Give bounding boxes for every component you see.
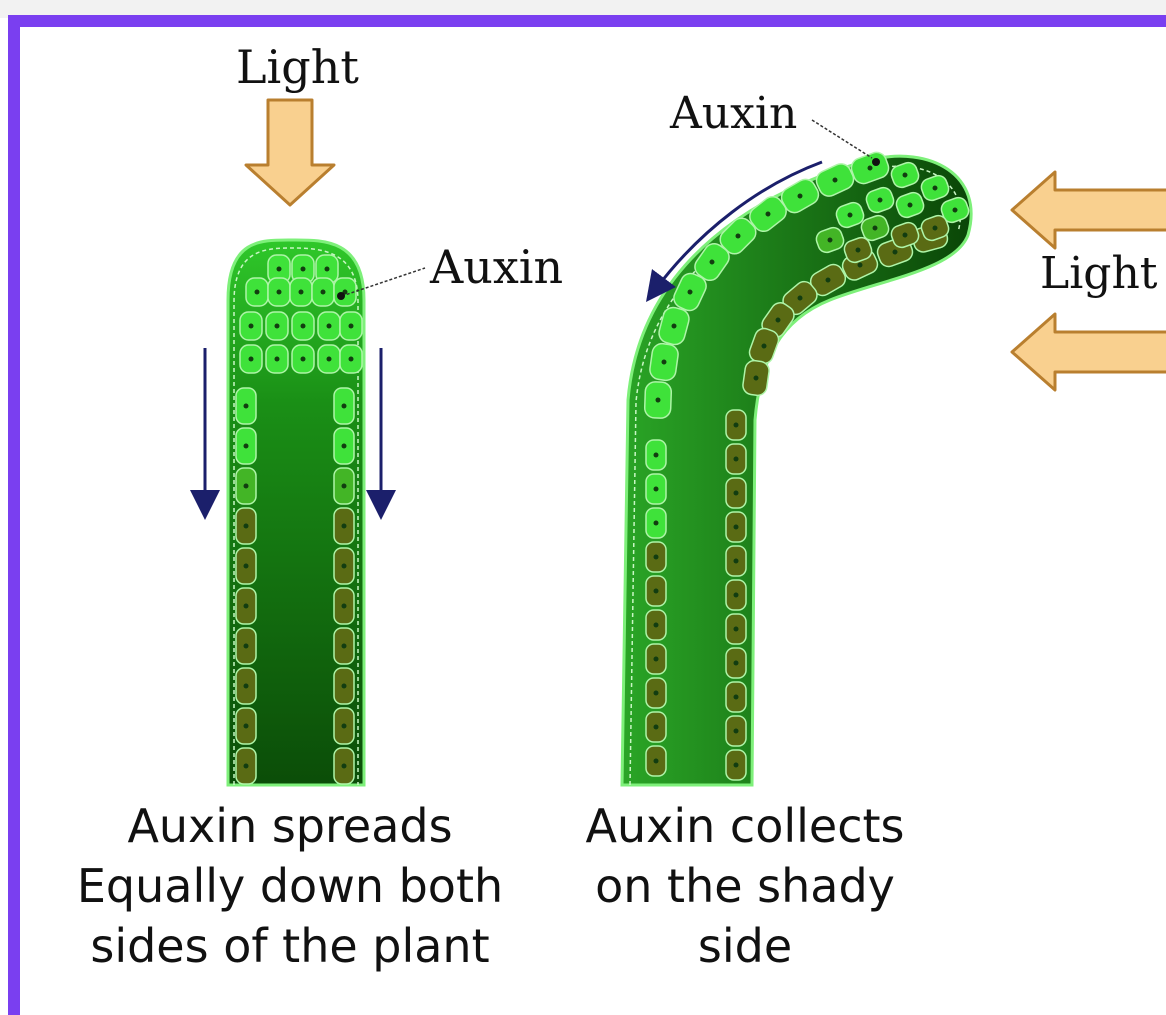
right-auxin-pointer <box>812 120 872 158</box>
cell-nucleus <box>244 604 249 609</box>
right-auxin-dot <box>872 158 880 166</box>
cell-nucleus <box>342 524 347 529</box>
cell-nucleus <box>654 725 659 730</box>
cell-nucleus <box>342 444 347 449</box>
cell-nucleus <box>342 484 347 489</box>
cell-nucleus <box>654 657 659 662</box>
cell-nucleus <box>342 764 347 769</box>
left-auxin-label: Auxin <box>430 244 563 290</box>
cell-nucleus <box>244 524 249 529</box>
cell-nucleus <box>734 457 739 462</box>
cell-nucleus <box>349 324 354 329</box>
cell-nucleus <box>244 444 249 449</box>
cell-nucleus <box>654 453 659 458</box>
cell-nucleus <box>342 564 347 569</box>
cell-nucleus <box>342 604 347 609</box>
cell-nucleus <box>244 724 249 729</box>
left-light-label: Light <box>236 44 359 90</box>
cell-nucleus <box>734 423 739 428</box>
cell-nucleus <box>654 487 659 492</box>
cell-nucleus <box>734 559 739 564</box>
cell-nucleus <box>244 764 249 769</box>
cell-nucleus <box>249 324 254 329</box>
cell-nucleus <box>734 763 739 768</box>
cell-nucleus <box>301 267 306 272</box>
cell-nucleus <box>325 267 330 272</box>
right-caption-line-3: side <box>545 916 945 976</box>
cell-nucleus <box>734 593 739 598</box>
cell-nucleus <box>654 521 659 526</box>
right-caption: Auxin collects on the shady side <box>545 796 945 976</box>
right-caption-line-1: Auxin collects <box>545 796 945 856</box>
cell-nucleus <box>249 357 254 362</box>
cell-nucleus <box>654 691 659 696</box>
cell-nucleus <box>734 661 739 666</box>
cell-nucleus <box>327 324 332 329</box>
cell-nucleus <box>349 357 354 362</box>
cell-nucleus <box>244 684 249 689</box>
cell-nucleus <box>327 357 332 362</box>
left-auxin-dot <box>337 292 345 300</box>
cell-nucleus <box>342 684 347 689</box>
right-light-arrow-bottom <box>1012 314 1166 390</box>
cell-nucleus <box>301 357 306 362</box>
cell-nucleus <box>654 589 659 594</box>
left-caption: Auxin spreads Equally down both sides of… <box>40 796 540 976</box>
cell-nucleus <box>734 627 739 632</box>
right-auxin-label: Auxin <box>670 92 797 136</box>
left-caption-line-2: Equally down both <box>40 856 540 916</box>
right-light-label: Light <box>1040 252 1157 296</box>
cell-nucleus <box>244 404 249 409</box>
cell-nucleus <box>299 290 304 295</box>
cell-nucleus <box>654 555 659 560</box>
left-light-arrow <box>246 100 334 205</box>
left-caption-line-3: sides of the plant <box>40 916 540 976</box>
cell-nucleus <box>244 644 249 649</box>
cell-nucleus <box>255 290 260 295</box>
cell-nucleus <box>321 290 326 295</box>
cell-nucleus <box>277 267 282 272</box>
cell-nucleus <box>342 724 347 729</box>
cell-nucleus <box>654 623 659 628</box>
right-light-arrow-top <box>1012 172 1166 248</box>
cell-nucleus <box>342 404 347 409</box>
cell-nucleus <box>734 729 739 734</box>
cell-nucleus <box>734 491 739 496</box>
left-caption-line-1: Auxin spreads <box>40 796 540 856</box>
right-caption-line-2: on the shady <box>545 856 945 916</box>
cell-nucleus <box>244 564 249 569</box>
cell-nucleus <box>734 695 739 700</box>
cell-nucleus <box>244 484 249 489</box>
cell-nucleus <box>275 357 280 362</box>
cell-nucleus <box>277 290 282 295</box>
cell-nucleus <box>342 644 347 649</box>
cell-nucleus <box>301 324 306 329</box>
cell-nucleus <box>734 525 739 530</box>
cell-nucleus <box>275 324 280 329</box>
cell-nucleus <box>654 759 659 764</box>
